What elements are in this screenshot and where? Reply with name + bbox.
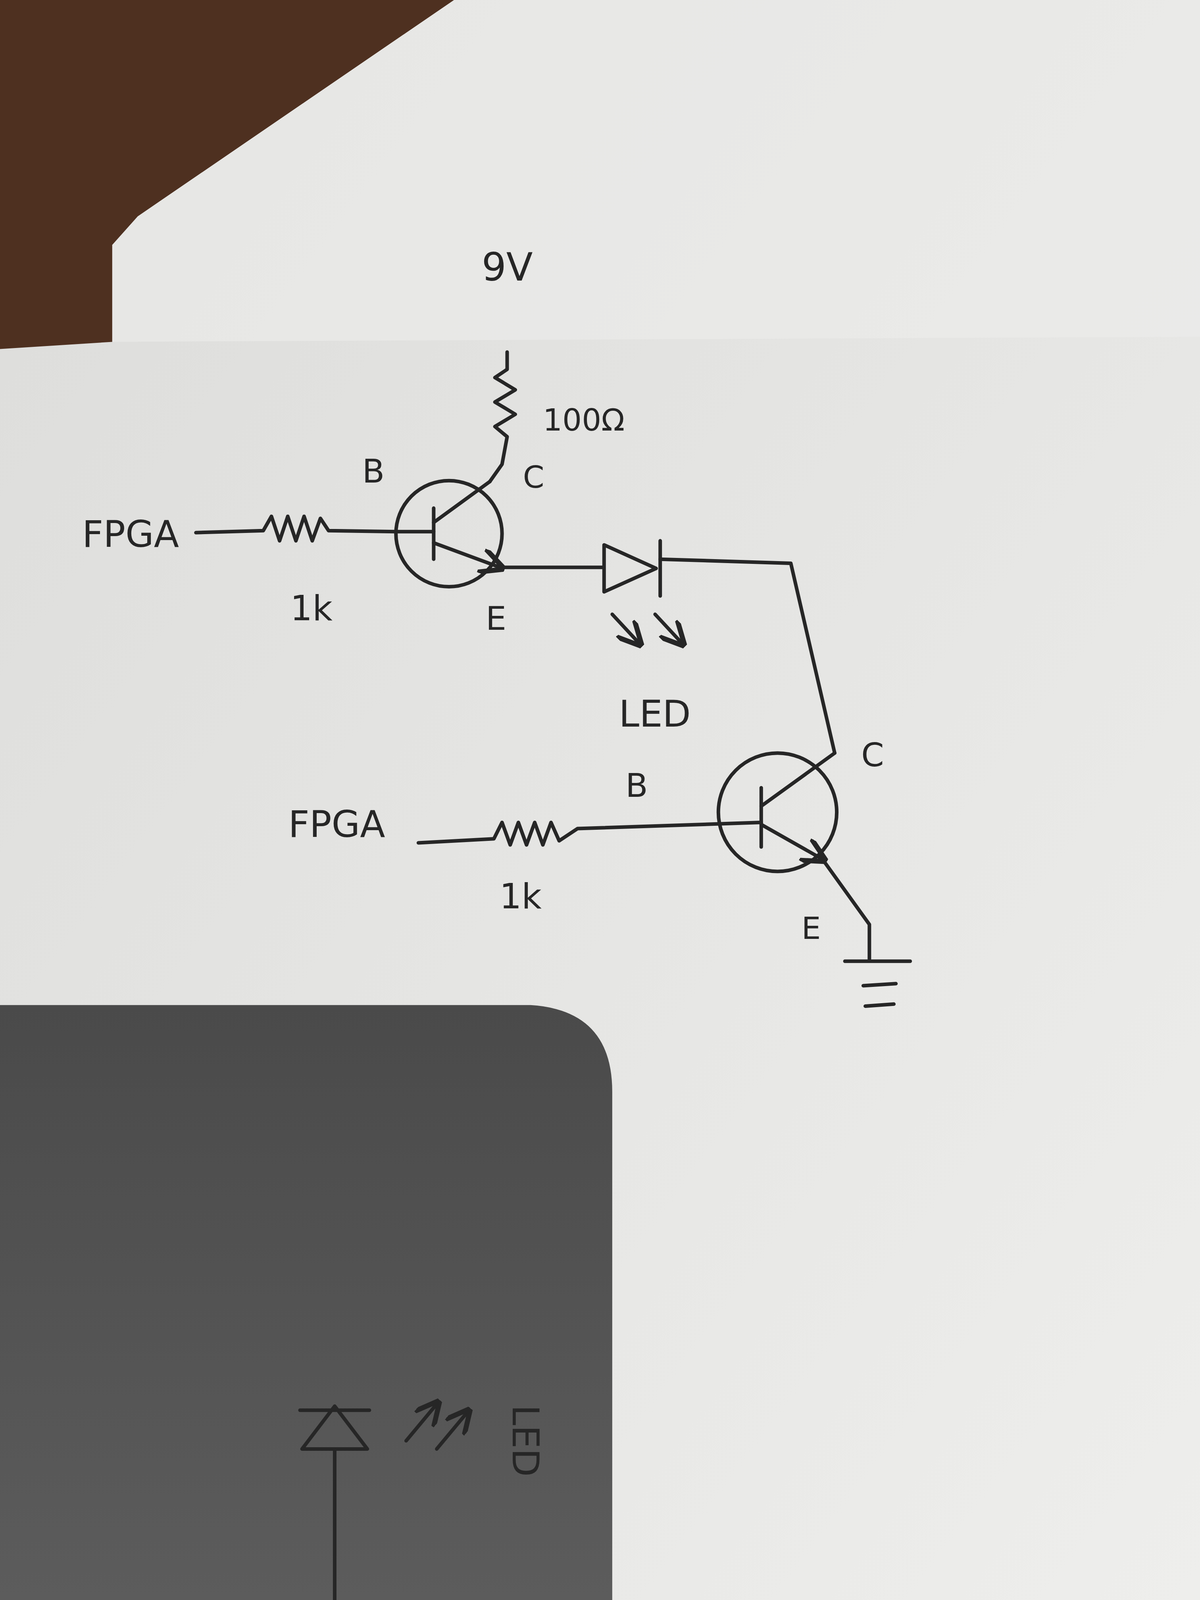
ground-symbol: [844, 961, 911, 1006]
led-symbol: [603, 544, 656, 592]
transistor-base: [431, 508, 436, 560]
transistor-symbol: [396, 480, 502, 587]
wire: [822, 859, 870, 960]
transistor-base: [759, 787, 764, 847]
resistor-value: 1k: [499, 878, 542, 914]
led-arrow: [612, 614, 639, 643]
supply-voltage: 9V: [481, 248, 533, 287]
transistor-collector: [433, 481, 490, 523]
signal-name: FPGA: [288, 805, 385, 843]
led-bar: [658, 540, 662, 597]
wire: [500, 565, 602, 570]
pin-name: E: [801, 913, 822, 944]
resistor-symbol: [489, 351, 516, 482]
led-arrow: [655, 614, 682, 643]
resistor-symbol: [418, 822, 762, 846]
led-arrow: [405, 1403, 437, 1441]
resistor-value: 1k: [290, 590, 333, 626]
led-symbol: [300, 1405, 370, 1449]
part-name: LED: [505, 1404, 543, 1477]
transistor-collector: [761, 753, 835, 807]
led-arrow: [436, 1412, 468, 1450]
envelope-flap: [112, 0, 1200, 342]
pin-name: B: [362, 455, 385, 488]
resistor-symbol: [196, 516, 434, 541]
shadow: [0, 1005, 613, 1600]
transistor-symbol: [718, 753, 837, 872]
transistor-emitter: [433, 542, 500, 568]
wire: [332, 1448, 337, 1600]
pin-name: B: [625, 769, 648, 802]
pin-name: C: [523, 462, 545, 493]
part-name: LED: [619, 696, 691, 733]
resistor-value: 100Ω: [542, 405, 625, 436]
pin-name: C: [861, 738, 884, 772]
transistor-emitter: [761, 824, 823, 860]
ink: [196, 351, 911, 1600]
pin-name: E: [485, 601, 507, 635]
signal-name: FPGA: [82, 516, 179, 554]
